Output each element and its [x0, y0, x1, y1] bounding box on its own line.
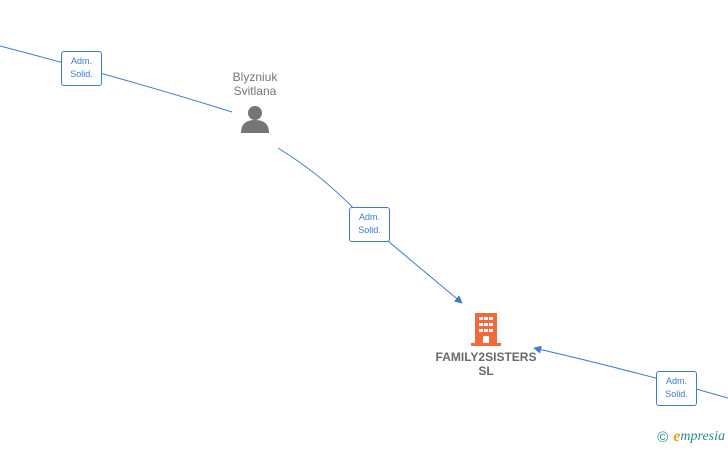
edge-label-middle[interactable]: Adm. Solid. [349, 207, 390, 242]
person-node[interactable]: Blyzniuk Svitlana [205, 70, 305, 133]
company-name: FAMILY2SISTERS SL [426, 350, 546, 378]
edge-label-line1: Adm. [70, 56, 92, 66]
edge-label-right[interactable]: Adm. Solid. [656, 371, 697, 406]
edge-label-line2: Solid. [665, 389, 688, 399]
edge-label-left[interactable]: Adm. Solid. [61, 51, 102, 86]
person-name-line2: Svitlana [233, 84, 277, 98]
company-name-line1: FAMILY2SISTERS [435, 350, 537, 364]
edge-label-line1: Adm. [358, 212, 380, 222]
copyright-symbol: © [657, 428, 669, 446]
brand-wordmark: mpresia [680, 429, 725, 444]
building-icon [471, 313, 501, 346]
edge-offscreen-left-to-person [0, 45, 233, 113]
edge-label-line2: Solid. [70, 69, 93, 79]
person-icon [241, 106, 269, 133]
edge-label-line2: Solid. [358, 225, 381, 235]
brand-logo: © e mpresia [657, 428, 725, 446]
brand-initial: e [673, 428, 681, 445]
company-node[interactable]: FAMILY2SISTERS SL [426, 312, 546, 378]
edge-label-line1: Adm. [665, 376, 687, 386]
person-name-line1: Blyzniuk [232, 70, 278, 84]
person-name: Blyzniuk Svitlana [205, 70, 305, 98]
company-name-line2: SL [478, 364, 494, 378]
edge-offscreen-right-to-company [533, 345, 728, 399]
